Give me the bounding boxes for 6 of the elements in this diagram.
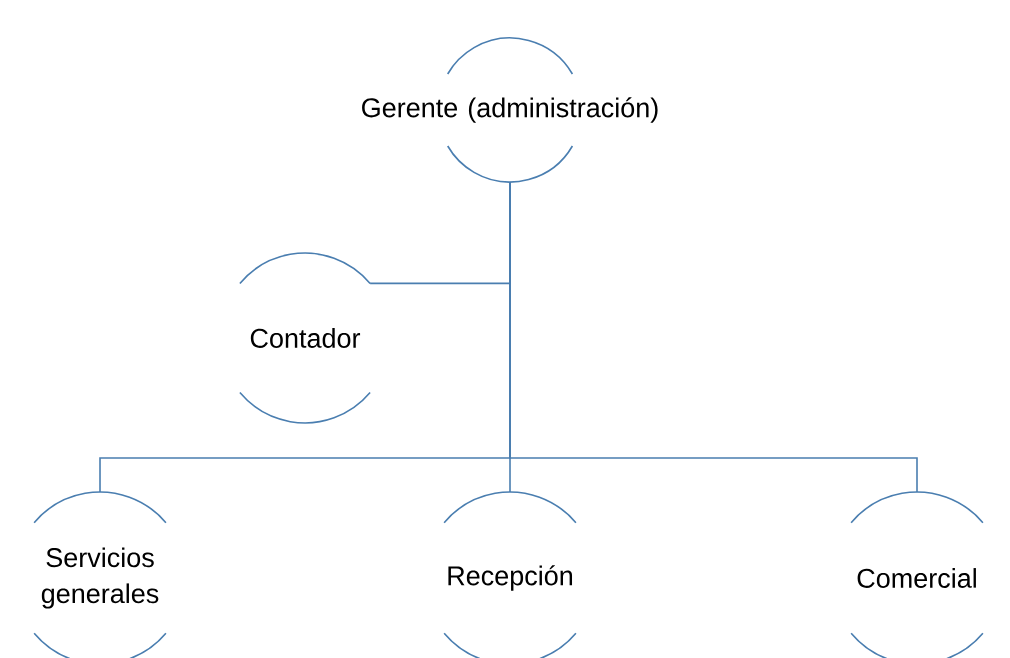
circle-node: Servicios generales xyxy=(33,491,167,658)
circle-node: Comercial xyxy=(850,491,984,658)
connector-line xyxy=(509,181,918,493)
circle-node: Gerente (administración) xyxy=(362,37,658,183)
circle-node: Recepción xyxy=(443,491,577,658)
circle-node: Contador xyxy=(239,252,371,424)
